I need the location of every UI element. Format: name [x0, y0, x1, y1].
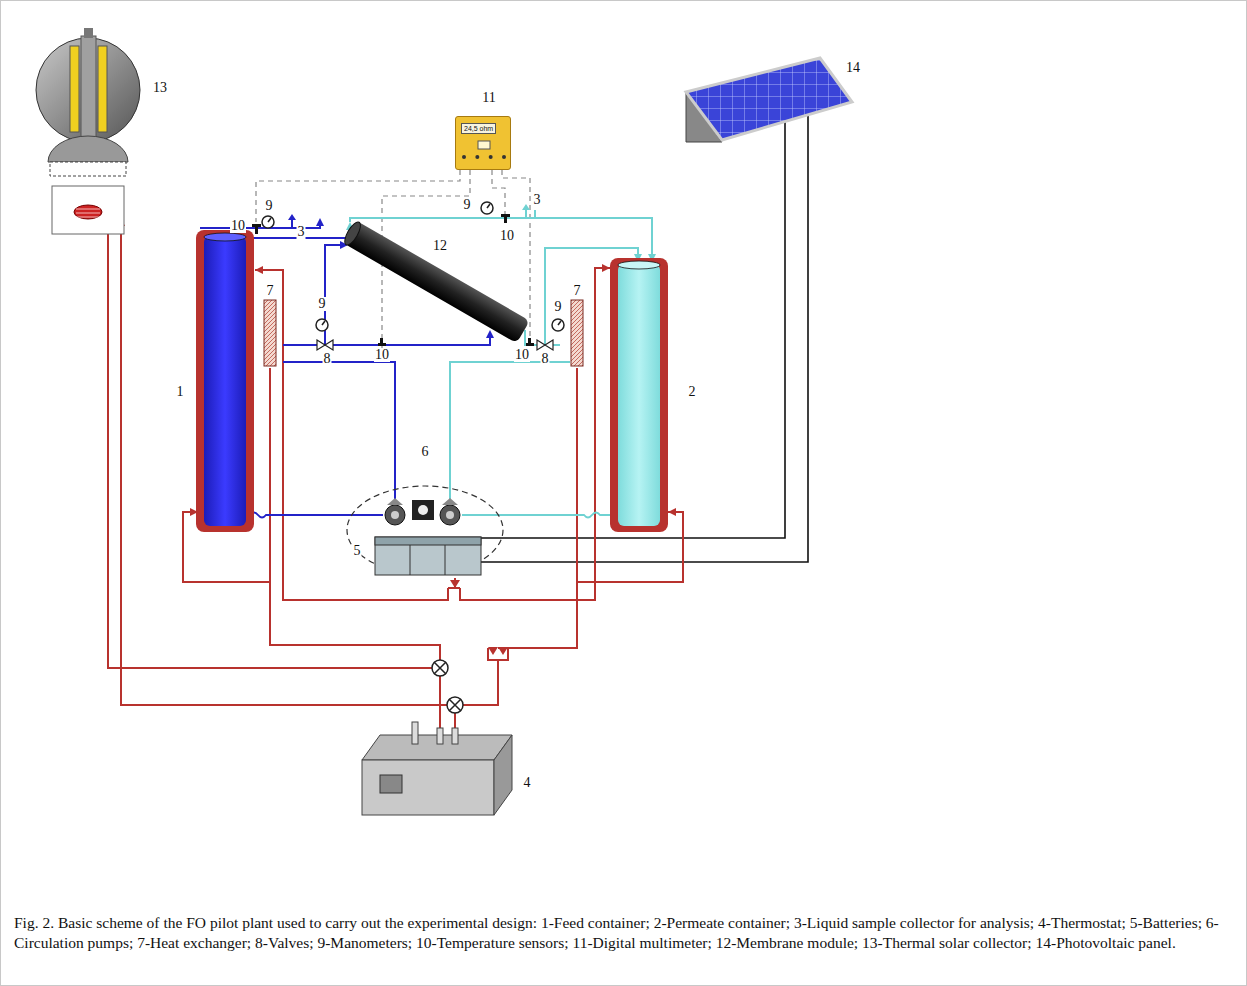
feed-container	[196, 230, 254, 532]
callout-number: 7	[266, 284, 275, 298]
meter-terminal	[502, 155, 506, 159]
digital-multimeter: 24,5 ohm	[455, 116, 511, 170]
power-wire	[480, 108, 808, 562]
callout-number: 10	[374, 348, 390, 362]
flow-arrow	[117, 218, 676, 655]
meter-terminal	[489, 155, 493, 159]
callout-number: 8	[541, 352, 550, 366]
membrane-module	[342, 220, 530, 344]
meter-button	[478, 141, 490, 149]
callout-number: 14	[845, 61, 861, 75]
callout-number: 12	[432, 239, 448, 253]
callout-number: 10	[230, 219, 246, 233]
batteries	[375, 537, 481, 575]
callout-number: 3	[297, 225, 306, 239]
callout-number: 9	[265, 199, 274, 213]
callout-number: 6	[421, 445, 430, 459]
callout-number: 9	[554, 300, 563, 314]
photovoltaic-panel	[686, 58, 852, 142]
meter-display: 24,5 ohm	[461, 123, 496, 134]
callout-number: 11	[481, 91, 496, 105]
sample-outlet	[288, 214, 296, 228]
callout-number: 2	[688, 385, 697, 399]
meter-terminal	[462, 155, 466, 159]
permeate-container	[610, 258, 668, 532]
sensor-wire	[256, 170, 530, 348]
controller	[412, 500, 434, 520]
circulation-pump	[385, 498, 460, 525]
callout-number: 10	[499, 229, 515, 243]
callout-number: 9	[463, 198, 472, 212]
callout-number: 9	[318, 297, 327, 311]
heat-exchanger	[264, 300, 583, 366]
meter-terminal	[475, 155, 479, 159]
mixing-valve	[432, 660, 463, 713]
heating-pipe	[108, 218, 683, 730]
thermal-solar-collector	[36, 28, 140, 234]
sample-outlet	[522, 204, 530, 218]
callout-number: 7	[573, 284, 582, 298]
figure-caption: Fig. 2. Basic scheme of the FO pilot pla…	[14, 913, 1232, 954]
thermostat	[362, 722, 512, 815]
callout-number: 8	[323, 352, 332, 366]
temperature-sensor	[252, 214, 534, 346]
callout-number: 5	[353, 544, 362, 558]
callout-number: 10	[514, 348, 530, 362]
pump-group	[347, 486, 503, 574]
callout-number: 3	[533, 193, 542, 207]
manometer	[262, 202, 564, 331]
callout-number: 13	[152, 81, 168, 95]
callout-number: 1	[176, 385, 185, 399]
callout-number: 4	[523, 776, 532, 790]
